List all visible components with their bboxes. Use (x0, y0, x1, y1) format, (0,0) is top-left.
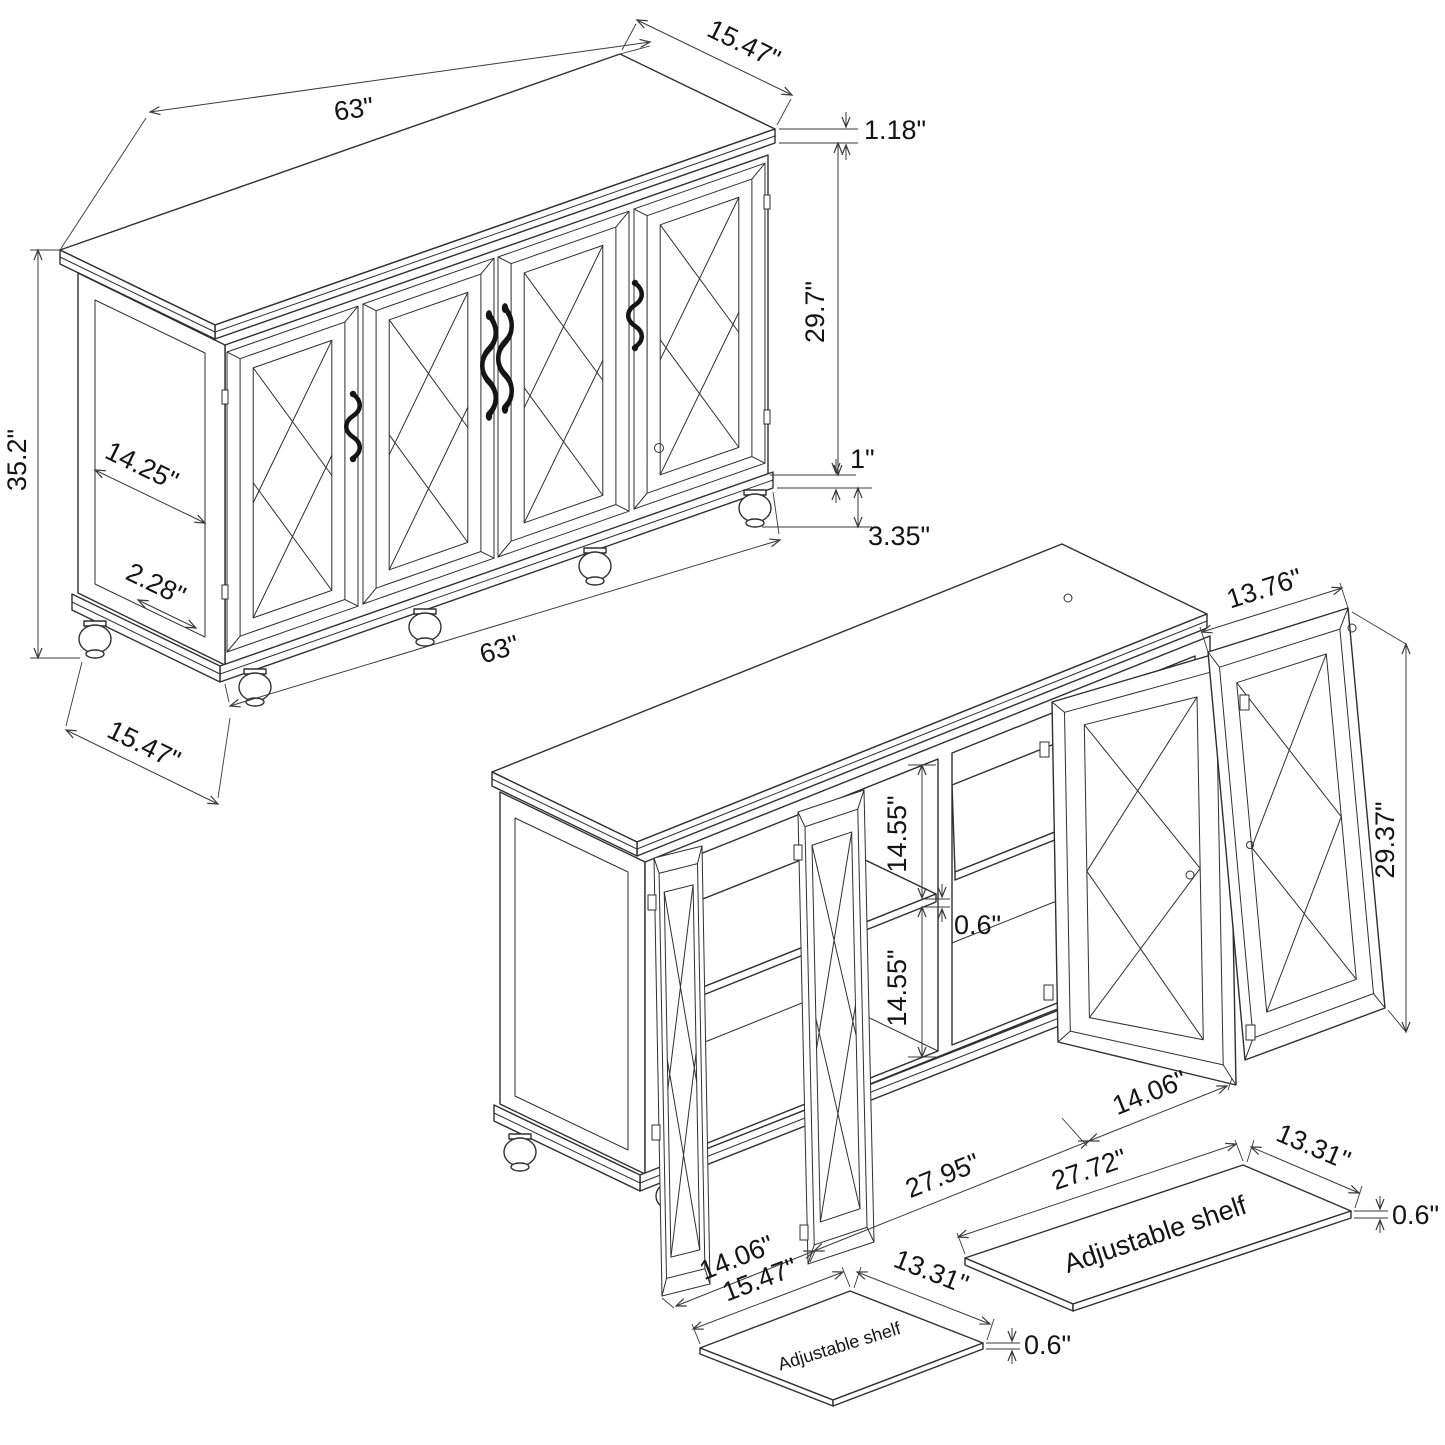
open-door-1[interactable] (653, 845, 711, 1297)
dim-lower-compartment: 14.55" (882, 949, 912, 1026)
hinge-icon (1239, 694, 1250, 711)
hinge-icon (1245, 1024, 1256, 1041)
foot-front-left (238, 668, 272, 707)
screw-hole (1347, 623, 1357, 633)
dim-foot-height: 3.35" (868, 521, 930, 551)
hinge-icon (647, 894, 657, 911)
open-cabinet-drawing (491, 543, 1386, 1297)
open-door-3[interactable] (1051, 649, 1237, 1086)
hinge-icon (1043, 984, 1054, 1001)
dim-right-opening: 14.06" (1108, 1064, 1191, 1121)
open-door-4[interactable] (1207, 607, 1386, 1061)
foot-back-left (503, 1133, 537, 1172)
dim-top-depth: 15.47" (703, 14, 785, 75)
dim-door-section-height: 29.7" (800, 281, 830, 343)
dim-open-door-top-width: 13.76" (1223, 563, 1306, 615)
foot-front-right (738, 489, 772, 528)
knob-hole (1185, 870, 1195, 880)
large-adjustable-shelf: Adjustable shelf 27.72" 13.31" 0.6" (956, 1118, 1439, 1312)
hinge-icon (1039, 741, 1050, 758)
closed-door-3[interactable] (497, 210, 630, 558)
closed-door-2[interactable] (362, 257, 495, 605)
dim-overall-height: 35.2" (2, 429, 32, 491)
closed-door-4[interactable] (633, 162, 766, 510)
dim-bottom-depth: 15.47" (103, 715, 185, 776)
dim-shelf-gap: 0.6" (954, 910, 1001, 940)
foot-front-mid-left (408, 608, 442, 647)
foot-back-left (78, 620, 112, 659)
dim-small-shelf-thickness: 0.6" (1024, 1330, 1071, 1360)
dim-small-shelf-depth: 13.31" (890, 1244, 973, 1300)
screw-hole (1063, 593, 1073, 603)
hinge-icon (763, 194, 771, 210)
small-adjustable-shelf: Adjustable shelf 15.47" 13.31" 0.6" (691, 1244, 1071, 1407)
dim-base-trim-height: 1" (850, 444, 875, 474)
screw-hole (1246, 841, 1254, 849)
hinge-icon (793, 844, 803, 861)
dim-bottom-width: 63" (476, 629, 523, 669)
hinge-icon (799, 1224, 809, 1241)
dim-large-shelf-depth: 13.31" (1272, 1118, 1355, 1176)
hinge-icon (763, 409, 771, 425)
dim-top-width: 63" (332, 91, 375, 126)
hinge-icon (651, 1124, 661, 1141)
open-door-2[interactable] (797, 789, 875, 1265)
closed-cabinet-drawing (59, 53, 776, 707)
closed-door-1[interactable] (226, 305, 359, 653)
dim-large-shelf-thickness: 0.6" (1392, 1200, 1439, 1230)
dim-upper-compartment: 14.55" (882, 795, 912, 872)
dim-top-thickness: 1.18" (864, 115, 926, 145)
dim-large-shelf-width: 27.72" (1048, 1143, 1131, 1196)
hinge-icon (221, 389, 229, 405)
knob-hole (654, 443, 664, 453)
dim-middle-opening: 27.95" (901, 1147, 984, 1204)
dim-open-door-height: 29.37" (1370, 801, 1400, 878)
foot-front-mid-right (578, 547, 612, 586)
hinge-icon (221, 584, 229, 600)
